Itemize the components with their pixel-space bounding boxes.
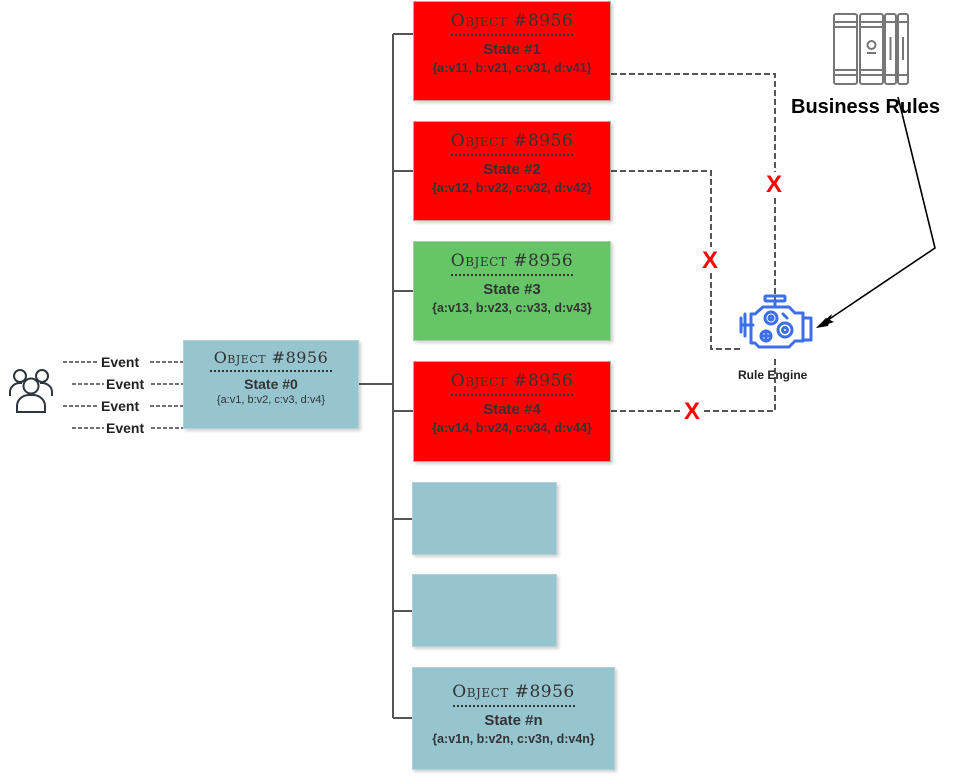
object-state: State #3 bbox=[483, 281, 541, 298]
object-title: Object #8956 bbox=[450, 131, 574, 151]
title-separator bbox=[451, 394, 573, 396]
reject-mark-state-2: X bbox=[702, 247, 719, 274]
object-values: {a:v11, b:v21, c:v31, d:v41} bbox=[432, 61, 592, 75]
state-object-3[interactable]: Object #8956 State #3 {a:v13, b:v23, c:v… bbox=[413, 241, 611, 341]
reject-mark-state-1: X bbox=[766, 171, 783, 198]
event-label: Event bbox=[101, 354, 140, 370]
event-label: Event bbox=[106, 376, 145, 392]
object-state: State #n bbox=[484, 712, 543, 729]
books-icon bbox=[832, 12, 910, 86]
object-values: {a:v1n, b:v2n, c:v3n, d:v4n} bbox=[432, 732, 595, 746]
business-rules-arrow bbox=[821, 96, 936, 325]
object-state: State #0 bbox=[244, 376, 298, 392]
state-object-4[interactable]: Object #8956 State #4 {a:v14, b:v24, c:v… bbox=[413, 361, 611, 462]
event-connectors bbox=[63, 361, 183, 429]
state-object-placeholder[interactable] bbox=[412, 574, 557, 647]
connector-state-2 bbox=[611, 170, 712, 247]
object-state: State #4 bbox=[483, 401, 541, 418]
tree-connectors bbox=[358, 33, 413, 719]
title-separator bbox=[451, 274, 573, 276]
state-object-placeholder[interactable] bbox=[412, 482, 557, 555]
title-separator bbox=[451, 154, 573, 156]
title-separator bbox=[210, 370, 332, 372]
users-group-icon bbox=[8, 366, 54, 416]
object-title: Object #8956 bbox=[450, 371, 574, 391]
event-label: Event bbox=[101, 398, 140, 414]
rule-engine-label: Rule Engine bbox=[738, 368, 808, 382]
title-separator bbox=[451, 34, 573, 36]
engine-icon[interactable] bbox=[739, 294, 815, 352]
object-values: {a:v1, b:v2, c:v3, d:v4} bbox=[216, 394, 326, 406]
state-object-2[interactable]: Object #8956 State #2 {a:v12, b:v22, c:v… bbox=[413, 121, 611, 221]
object-title: Object #8956 bbox=[213, 348, 329, 367]
rule-connectors bbox=[611, 73, 776, 412]
object-state: State #1 bbox=[483, 41, 541, 58]
source-object-state-0[interactable]: Object #8956 State #0 {a:v1, b:v2, c:v3,… bbox=[183, 340, 359, 429]
object-state: State #2 bbox=[483, 161, 541, 178]
object-title: Object #8956 bbox=[450, 251, 574, 271]
state-object-1[interactable]: Object #8956 State #1 {a:v11, b:v21, c:v… bbox=[413, 1, 611, 101]
object-values: {a:v13, b:v23, c:v33, d:v43} bbox=[432, 301, 592, 315]
event-label: Event bbox=[106, 420, 145, 436]
state-object-n[interactable]: Object #8956 State #n {a:v1n, b:v2n, c:v… bbox=[412, 667, 615, 770]
business-rules-label: Business Rules bbox=[791, 96, 940, 118]
object-values: {a:v12, b:v22, c:v32, d:v42} bbox=[432, 181, 592, 195]
object-title: Object #8956 bbox=[452, 682, 575, 702]
reject-mark-state-4: X bbox=[684, 398, 701, 425]
object-title: Object #8956 bbox=[450, 11, 574, 31]
title-separator bbox=[452, 705, 575, 707]
object-values: {a:v14, b:v24, c:v34, d:v44} bbox=[432, 421, 592, 435]
connector-state-1 bbox=[611, 73, 776, 172]
